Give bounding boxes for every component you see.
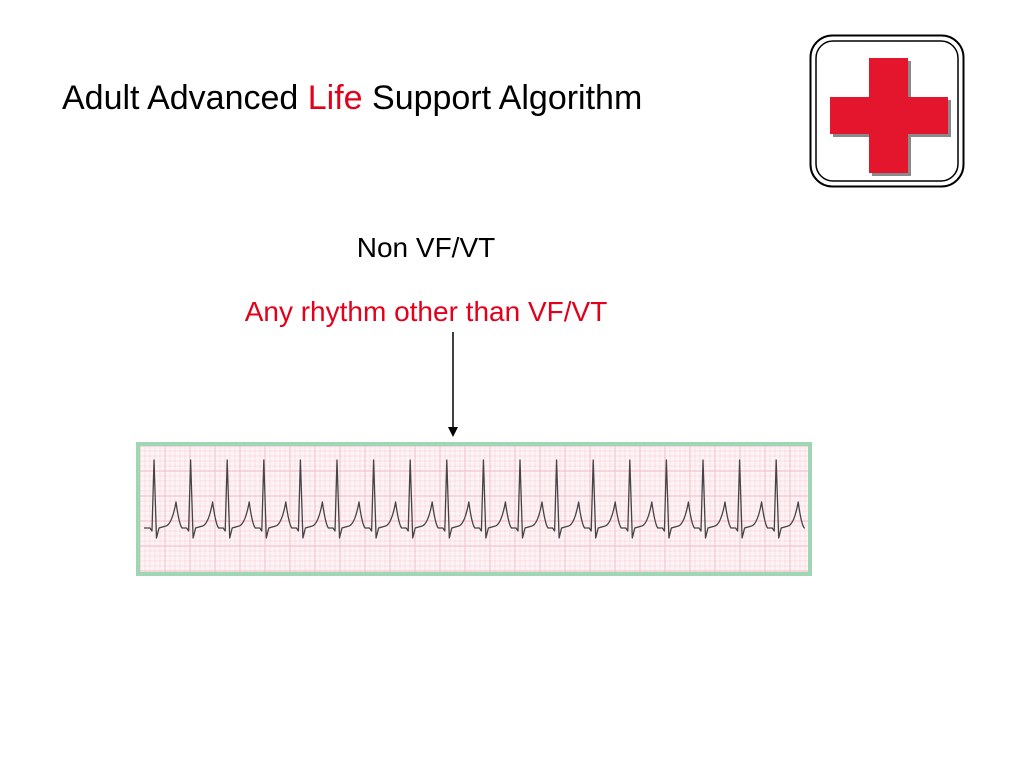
title-text-accent: Life — [307, 79, 363, 117]
ecg-strip — [136, 442, 812, 576]
rhythm-description-text: Any rhythm other than VF/VT — [244, 296, 608, 327]
ecg-trace — [140, 446, 808, 572]
rhythm-heading: Non VF/VT — [356, 232, 496, 263]
rhythm-description: Any rhythm other than VF/VT — [0, 294, 852, 330]
red-cross-icon — [809, 34, 965, 188]
slide-title: Adult Advanced Life Support Algorithm — [62, 76, 642, 120]
title-text-end: Support Algorithm — [362, 79, 643, 117]
title-text-start: Adult Advanced — [62, 79, 308, 117]
arrow-down-icon — [446, 332, 460, 438]
